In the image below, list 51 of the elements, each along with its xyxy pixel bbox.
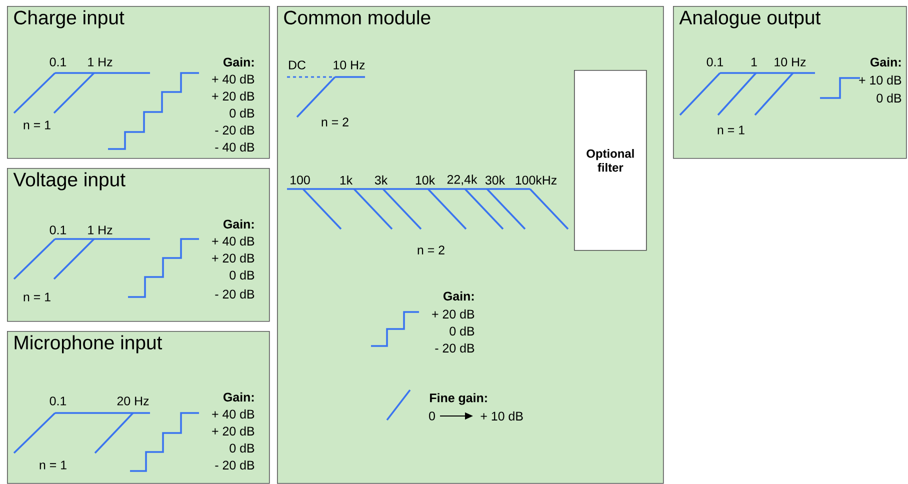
order-label: n = 1 xyxy=(24,120,50,130)
order-label: n = 1 xyxy=(24,292,50,302)
frequency-label: 22,4k xyxy=(447,174,478,186)
gain-value: + 40 dB xyxy=(212,409,254,419)
order-label: n = 1 xyxy=(40,460,66,470)
order-label: n = 1 xyxy=(718,126,744,134)
frequency-label: 1 Hz xyxy=(88,58,112,66)
gain-value: 0 dB xyxy=(230,108,254,118)
gain-value: - 40 dB xyxy=(215,142,254,152)
frequency-label: 1 xyxy=(752,58,757,66)
frequency-label: DC xyxy=(289,60,306,70)
gain-value: 0 dB xyxy=(876,93,902,103)
frequency-label: 100kHz xyxy=(516,175,556,185)
gain-value: 0 xyxy=(429,412,435,420)
gain-value: - 20 dB xyxy=(215,289,254,299)
gain-value: + 20 dB xyxy=(212,426,254,436)
frequency-label: 0.1 xyxy=(50,58,66,66)
frequency-label: 0.1 xyxy=(50,396,66,406)
filter-box: Optional filter xyxy=(574,70,647,251)
gain-value: + 40 dB xyxy=(212,74,254,84)
gain-heading: Fine gain: xyxy=(430,393,487,405)
frequency-label: 20 Hz xyxy=(117,396,149,406)
gain-value: + 20 dB xyxy=(212,253,254,263)
order-label: n = 2 xyxy=(322,118,348,126)
gain-heading: Gain: xyxy=(444,291,474,301)
frequency-label: 0.1 xyxy=(706,58,724,66)
frequency-label: 3k xyxy=(374,175,388,185)
gain-value: 0 dB xyxy=(450,326,474,336)
gain-heading: Gain: xyxy=(224,57,254,67)
gain-value: + 40 dB xyxy=(212,236,254,246)
gain-value: + 10 dB xyxy=(859,75,902,85)
frequency-label: 100 xyxy=(290,176,310,184)
gain-value: + 10 dB xyxy=(480,411,523,421)
gain-value: + 20 dB xyxy=(432,309,474,319)
frequency-label: 0.1 xyxy=(50,226,66,234)
gain-value: 0 dB xyxy=(230,270,254,280)
gain-heading: Gain: xyxy=(224,219,254,229)
frequency-label: 1 Hz xyxy=(88,226,112,234)
frequency-label: 10k xyxy=(416,175,436,185)
gain-heading: Gain: xyxy=(870,57,901,67)
frequency-label: 10 Hz xyxy=(334,60,365,70)
frequency-label: 10 Hz xyxy=(774,58,806,66)
gain-value: - 20 dB xyxy=(215,460,254,470)
gain-value: 0 dB xyxy=(230,443,254,453)
frequency-label: 1k xyxy=(340,175,353,184)
order-label: n = 2 xyxy=(418,246,444,254)
gain-value: - 20 dB xyxy=(435,343,474,353)
gain-value: + 20 dB xyxy=(212,91,254,101)
gain-value: - 20 dB xyxy=(215,125,254,135)
gain-heading: Gain: xyxy=(224,392,254,402)
frequency-label: 30k xyxy=(485,175,506,185)
